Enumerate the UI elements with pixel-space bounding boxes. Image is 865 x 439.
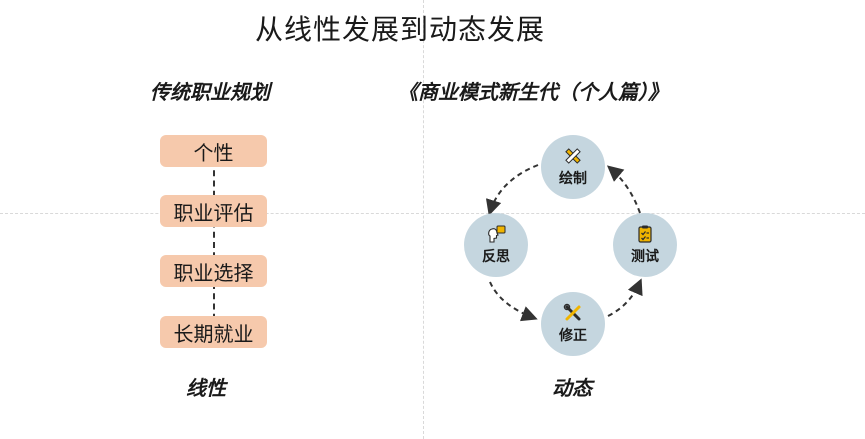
right-heading: 《商业模式新生代（个人篇）》 <box>398 80 668 104</box>
cycle-label-test: 测试 <box>631 249 659 265</box>
arrow-revise-to-test <box>607 278 643 317</box>
cycle-label-reflect: 反思 <box>482 249 510 265</box>
cycle-label-draw: 绘制 <box>559 171 587 187</box>
cycle-node-revise: 修正 <box>541 292 605 356</box>
step-career-choice: 职业选择 <box>160 255 267 287</box>
cycle-node-draw: 绘制 <box>541 135 605 199</box>
wrench-screwdriver-icon <box>563 303 581 321</box>
vertical-guide-line <box>423 0 424 439</box>
step-connector <box>213 160 215 330</box>
cycle-node-reflect: 反思 <box>464 213 528 277</box>
pencil-ruler-icon <box>565 148 581 164</box>
arrow-draw-to-reflect <box>485 164 539 216</box>
thinking-head-icon <box>488 225 506 243</box>
cycle-node-test: 测试 <box>613 213 677 277</box>
arrow-test-to-draw <box>606 165 641 214</box>
dynamic-label: 动态 <box>552 376 592 400</box>
step-personality: 个性 <box>160 135 267 167</box>
cycle-label-revise: 修正 <box>559 328 587 344</box>
clipboard-check-icon <box>638 225 652 243</box>
slide-title: 从线性发展到动态发展 <box>254 13 545 46</box>
step-career-assessment: 职业评估 <box>160 195 267 227</box>
step-long-term-employment: 长期就业 <box>160 316 267 348</box>
horizontal-guide-line <box>0 213 865 214</box>
arrow-reflect-to-revise <box>489 281 538 322</box>
left-heading: 传统职业规划 <box>150 80 270 104</box>
linear-label: 线性 <box>186 376 226 400</box>
